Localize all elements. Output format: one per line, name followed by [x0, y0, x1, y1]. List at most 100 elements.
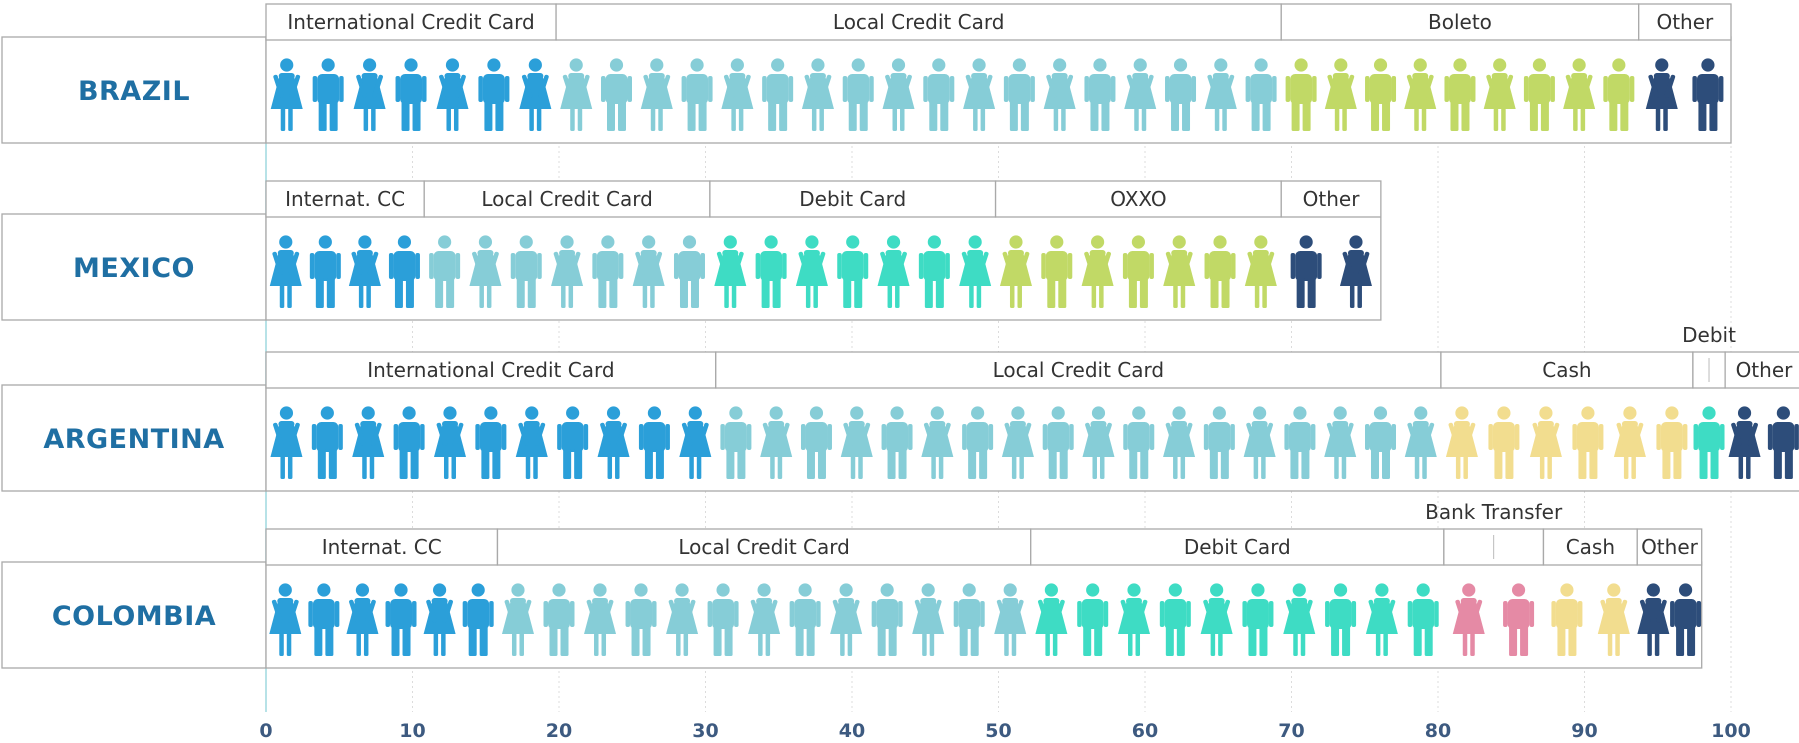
person-icon [270, 58, 303, 131]
person-icon [1041, 235, 1073, 308]
person-icon [311, 406, 343, 479]
person-icon [1529, 406, 1562, 479]
person-icon [429, 235, 461, 308]
person-icon [469, 235, 502, 308]
person-icon [720, 406, 752, 479]
country-label-box [1, 561, 267, 669]
person-icon [789, 583, 821, 656]
person-icon [557, 406, 589, 479]
person-icon [1364, 406, 1396, 479]
person-icon [551, 235, 584, 308]
segment-header-box [265, 180, 425, 218]
person-icon [1243, 406, 1276, 479]
segment-label: Debit Card [1184, 535, 1291, 559]
segment-header-box [496, 528, 1032, 566]
person-icon [269, 235, 302, 308]
person-icon [1285, 58, 1317, 131]
segment-header-box [265, 528, 499, 566]
person-icon [842, 58, 874, 131]
person-icon [1597, 583, 1630, 656]
person-icon [762, 58, 794, 131]
country-label: MEXICO [73, 253, 195, 284]
segment-label: Bank Transfer [1425, 500, 1563, 524]
person-icon [800, 406, 832, 479]
person-icon [1124, 58, 1157, 131]
person-icon [1035, 583, 1068, 656]
segment-header-box [715, 351, 1442, 389]
person-icon [592, 235, 624, 308]
segment-label: Cash [1566, 535, 1615, 559]
segment-label: Internat. CC [285, 187, 405, 211]
person-icon [1692, 58, 1724, 131]
person-icon [1245, 58, 1277, 131]
person-icon [395, 58, 427, 131]
person-icon [632, 235, 665, 308]
person-icon [501, 583, 534, 656]
person-icon [1324, 406, 1357, 479]
person-icon [1444, 58, 1476, 131]
person-icon [560, 58, 593, 131]
person-icon [475, 406, 507, 479]
x-tick-label: 20 [546, 720, 572, 742]
person-icon [597, 406, 630, 479]
person-icon [433, 406, 466, 479]
segment-label: Other [1641, 535, 1699, 559]
segment-header-box [1280, 180, 1382, 218]
x-tick-label: 0 [259, 720, 272, 742]
person-icon [385, 583, 417, 656]
person-icon [994, 583, 1027, 656]
x-tick-label: 10 [399, 720, 425, 742]
person-icon [1445, 406, 1478, 479]
country-label-box [1, 36, 267, 144]
person-icon [1523, 58, 1555, 131]
segment-header-box [423, 180, 711, 218]
person-icon [1404, 406, 1437, 479]
person-icon [1163, 235, 1196, 308]
person-icon [393, 406, 425, 479]
person-icon [1693, 406, 1725, 479]
person-icon [1603, 58, 1635, 131]
segment-label: OXXO [1110, 187, 1166, 211]
segment-label: Boleto [1428, 10, 1492, 34]
person-icon [795, 235, 828, 308]
person-icon [388, 235, 420, 308]
segment-header-box [1542, 528, 1638, 566]
person-icon [1645, 58, 1678, 131]
person-icon [999, 235, 1032, 308]
person-icon [601, 58, 633, 131]
person-icon [959, 235, 992, 308]
segment-label: Internat. CC [322, 535, 442, 559]
person-icon [1563, 58, 1596, 131]
person-icon [269, 583, 302, 656]
person-icon [1200, 583, 1233, 656]
x-tick-label: 60 [1132, 720, 1158, 742]
segment-label: International Credit Card [287, 10, 534, 34]
person-icon [312, 58, 344, 131]
segment-header-box [1638, 3, 1732, 41]
person-icon [1003, 58, 1035, 131]
person-icon [584, 583, 617, 656]
x-tick-label: 90 [1571, 720, 1597, 742]
person-icon [1324, 58, 1357, 131]
person-icon [1637, 583, 1670, 656]
person-icon [1203, 406, 1235, 479]
person-icon [881, 406, 913, 479]
person-icon [1082, 406, 1115, 479]
person-icon [1488, 406, 1520, 479]
person-icon [462, 583, 494, 656]
segment-header-box [1724, 351, 1799, 389]
segment-label: Local Credit Card [481, 187, 652, 211]
x-tick-label: 100 [1711, 720, 1751, 742]
person-icon [721, 58, 754, 131]
person-icon [1165, 58, 1197, 131]
person-icon [1043, 58, 1076, 131]
person-icon [953, 583, 985, 656]
person-icon [1283, 583, 1316, 656]
person-icon [1503, 583, 1535, 656]
person-icon [543, 583, 575, 656]
figures-box [265, 36, 1732, 144]
person-icon [714, 235, 747, 308]
segment-header-box [265, 351, 717, 389]
